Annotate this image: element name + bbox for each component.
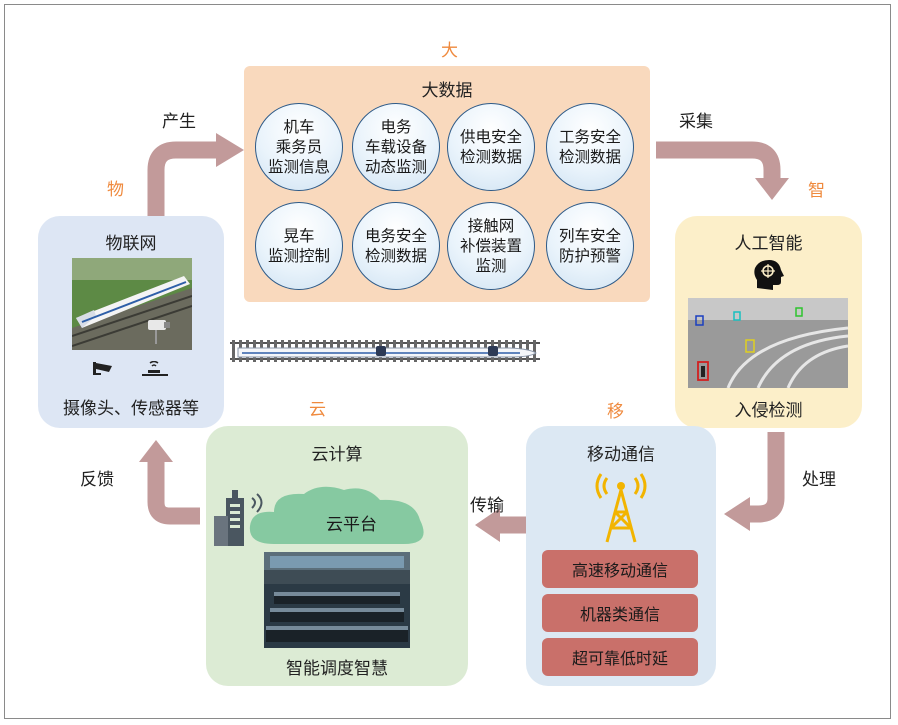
data-circle-2: 电务 车载设备 动态监测 [352, 103, 440, 191]
mobile-panel: 移动通信 高速移动通信 机器类通信 超可靠低时延 [526, 426, 716, 686]
label-process: 处理 [802, 470, 836, 490]
data-circle-8: 列车安全 防护预警 [546, 202, 634, 290]
mobile-title: 移动通信 [587, 445, 655, 465]
cloud-shape [249, 486, 424, 544]
cloud-caption: 智能调度智慧 [286, 659, 388, 679]
feedback-arrow [147, 460, 200, 525]
letter-zhi: 智 [808, 181, 825, 201]
train-photo [72, 258, 192, 350]
cloud-platform-label: 云平台 [326, 515, 377, 535]
feature-ultra-reliable: 超可靠低时延 [542, 638, 698, 676]
transmit-arrowhead [475, 508, 500, 542]
letter-wu: 物 [107, 180, 124, 200]
iot-title: 物联网 [105, 234, 157, 254]
feedback-arrowhead [139, 440, 173, 462]
letter-da: 大 [441, 41, 458, 61]
letter-yi: 移 [607, 402, 624, 422]
cloud-title: 云计算 [311, 445, 363, 465]
data-circle-7: 接触网 补偿装置 监测 [447, 202, 535, 290]
collect-arrowhead [755, 178, 789, 200]
produce-arrow [147, 141, 218, 218]
big-data-title: 大数据 [421, 81, 473, 101]
letter-yun: 云 [309, 400, 326, 420]
ai-title: 人工智能 [734, 234, 803, 254]
intrusion-detection-image [688, 298, 848, 388]
data-circle-6: 电务安全 检测数据 [352, 202, 440, 290]
train-track-graphic [230, 340, 540, 362]
building-icon [214, 490, 263, 546]
label-produce: 产生 [162, 112, 196, 132]
produce-arrowhead [216, 133, 244, 167]
ai-head-icon [754, 260, 784, 290]
label-collect: 采集 [679, 112, 713, 132]
ai-caption: 入侵检测 [734, 401, 803, 421]
label-transmit: 传输 [470, 496, 504, 516]
sensor-icon [142, 361, 168, 376]
data-circle-4: 工务安全 检测数据 [546, 103, 634, 191]
data-circle-3: 供电安全 检测数据 [447, 103, 535, 191]
iot-caption: 摄像头、传感器等 [63, 399, 199, 419]
feature-machine-type: 机器类通信 [542, 594, 698, 632]
feature-high-speed-mobile: 高速移动通信 [542, 550, 698, 588]
cloud-panel: 云计算 云平台 智能调度智慧 [206, 426, 468, 686]
iot-panel: 物联网 摄像头、传感器等 [38, 216, 224, 428]
signal-tower-icon [595, 473, 647, 543]
process-arrow [748, 432, 785, 523]
ai-panel: 人工智能 入侵检测 [675, 216, 862, 428]
big-data-panel: 大数据 机车 乘务员 监测信息 电务 车载设备 动态监测 供电安全 检测数据 工… [244, 66, 650, 302]
data-circle-1: 机车 乘务员 监测信息 [255, 103, 343, 191]
rail-tie [232, 340, 235, 362]
control-room-photo [264, 552, 410, 648]
figure-frame [4, 4, 891, 719]
label-feedback: 反馈 [80, 470, 114, 490]
process-arrowhead [724, 497, 750, 531]
camera-icon [93, 362, 112, 375]
data-circle-5: 晃车 监测控制 [255, 202, 343, 290]
rail-tie [533, 340, 536, 362]
collect-arrow [656, 141, 781, 180]
